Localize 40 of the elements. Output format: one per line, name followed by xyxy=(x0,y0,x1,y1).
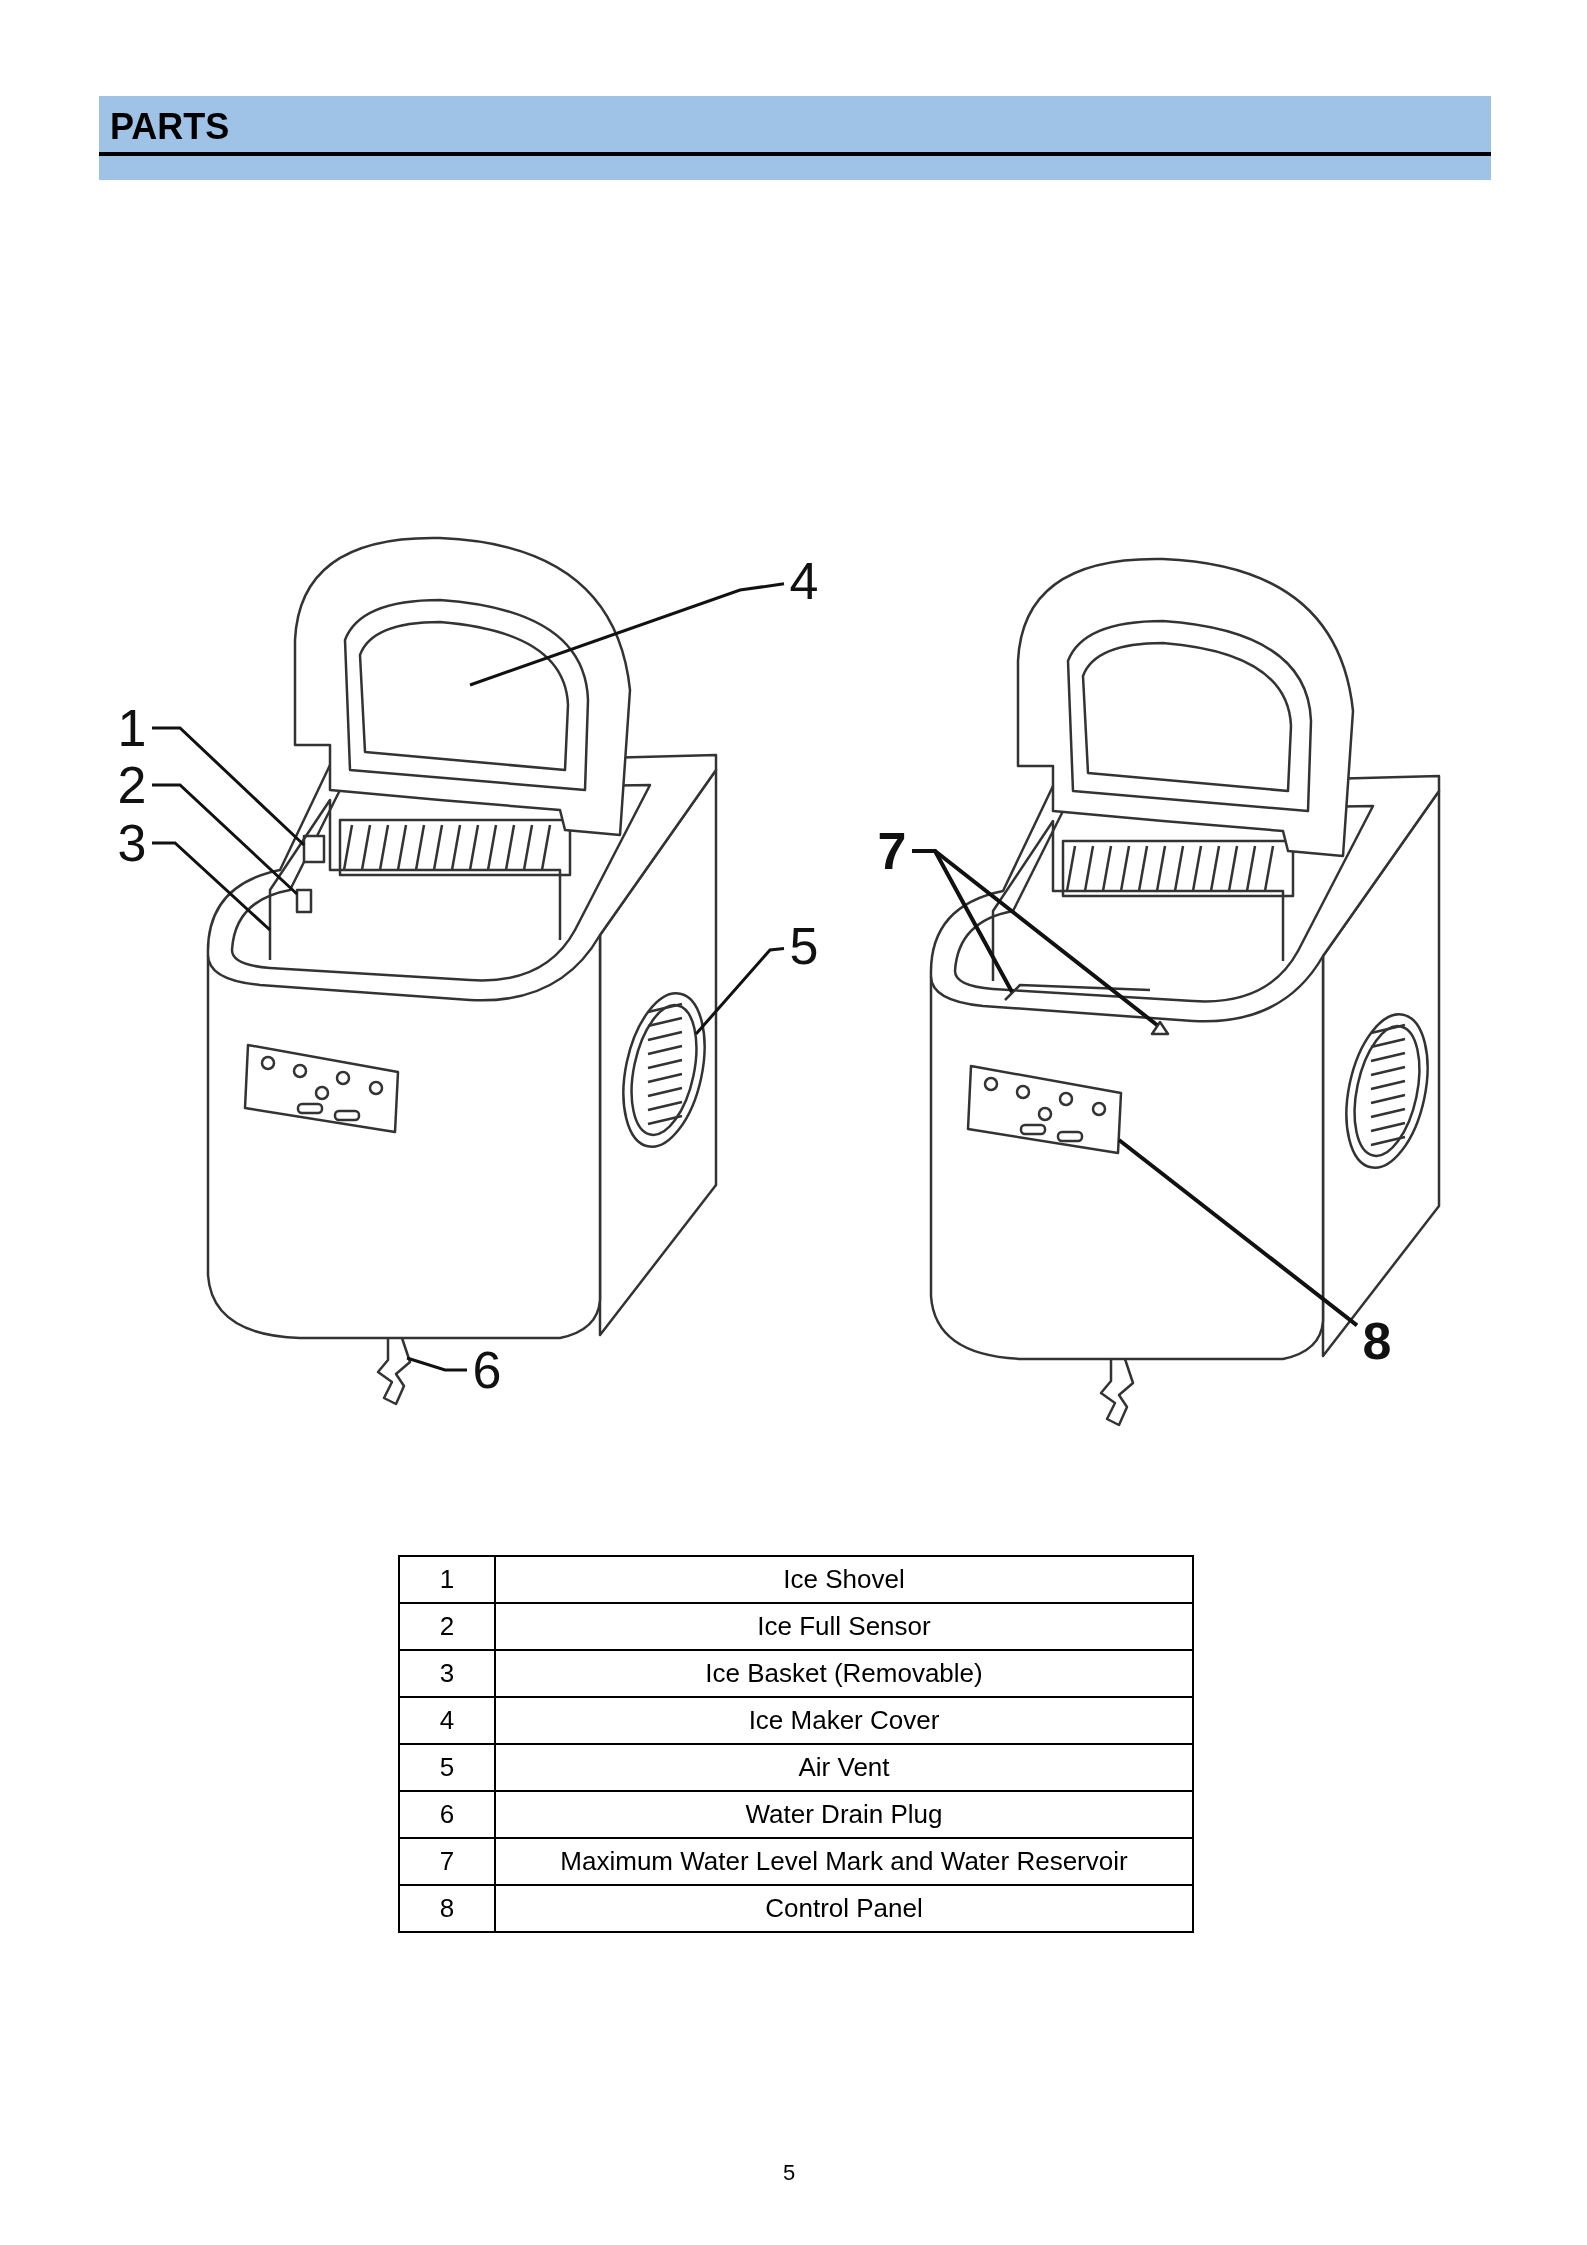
callout-number: 1 xyxy=(112,700,152,756)
leader-line xyxy=(152,783,299,896)
part-name-cell: Air Vent xyxy=(495,1744,1193,1791)
part-name-cell: Control Panel xyxy=(495,1885,1193,1932)
water-level-mark xyxy=(1150,1020,1170,1036)
part-number-cell: 4 xyxy=(399,1697,495,1744)
part-name-cell: Water Drain Plug xyxy=(495,1791,1193,1838)
part-number-cell: 5 xyxy=(399,1744,495,1791)
leader-line xyxy=(469,582,785,687)
air-vent xyxy=(622,992,706,1148)
part-number-cell: 1 xyxy=(399,1556,495,1603)
control-panel xyxy=(966,1064,1123,1155)
ice-basket xyxy=(268,798,562,960)
leader-line xyxy=(694,946,785,1035)
callout-number: 5 xyxy=(784,918,824,974)
part-name-cell: Ice Basket (Removable) xyxy=(495,1650,1193,1697)
part-number-cell: 3 xyxy=(399,1650,495,1697)
part-name-cell: Ice Full Sensor xyxy=(495,1603,1193,1650)
callout-number: 4 xyxy=(784,553,824,609)
part-number-cell: 2 xyxy=(399,1603,495,1650)
callout-number: 3 xyxy=(112,815,152,871)
callout-number: 2 xyxy=(112,757,152,813)
leader-line xyxy=(152,841,271,932)
water-reservoir xyxy=(1004,983,1151,1001)
part-number-cell: 6 xyxy=(399,1791,495,1838)
part-number-cell: 7 xyxy=(399,1838,495,1885)
part-name-cell: Ice Shovel xyxy=(495,1556,1193,1603)
leader-line xyxy=(1117,1138,1359,1327)
leader-line xyxy=(152,726,306,847)
part-name-cell: Ice Maker Cover xyxy=(495,1697,1193,1744)
page-number: 5 xyxy=(783,2160,796,2186)
callout-number: 7 xyxy=(872,823,912,879)
part-name-cell: Maximum Water Level Mark and Water Reservoir xyxy=(495,1838,1193,1885)
callout-number: 8 xyxy=(1357,1313,1397,1369)
leader-line xyxy=(406,1356,467,1372)
water-drain-plug xyxy=(376,1337,412,1406)
section-title: PARTS xyxy=(110,106,230,148)
ice-maker-cover xyxy=(293,536,632,837)
callout-number: 6 xyxy=(467,1342,507,1398)
part-number-cell: 8 xyxy=(399,1885,495,1932)
